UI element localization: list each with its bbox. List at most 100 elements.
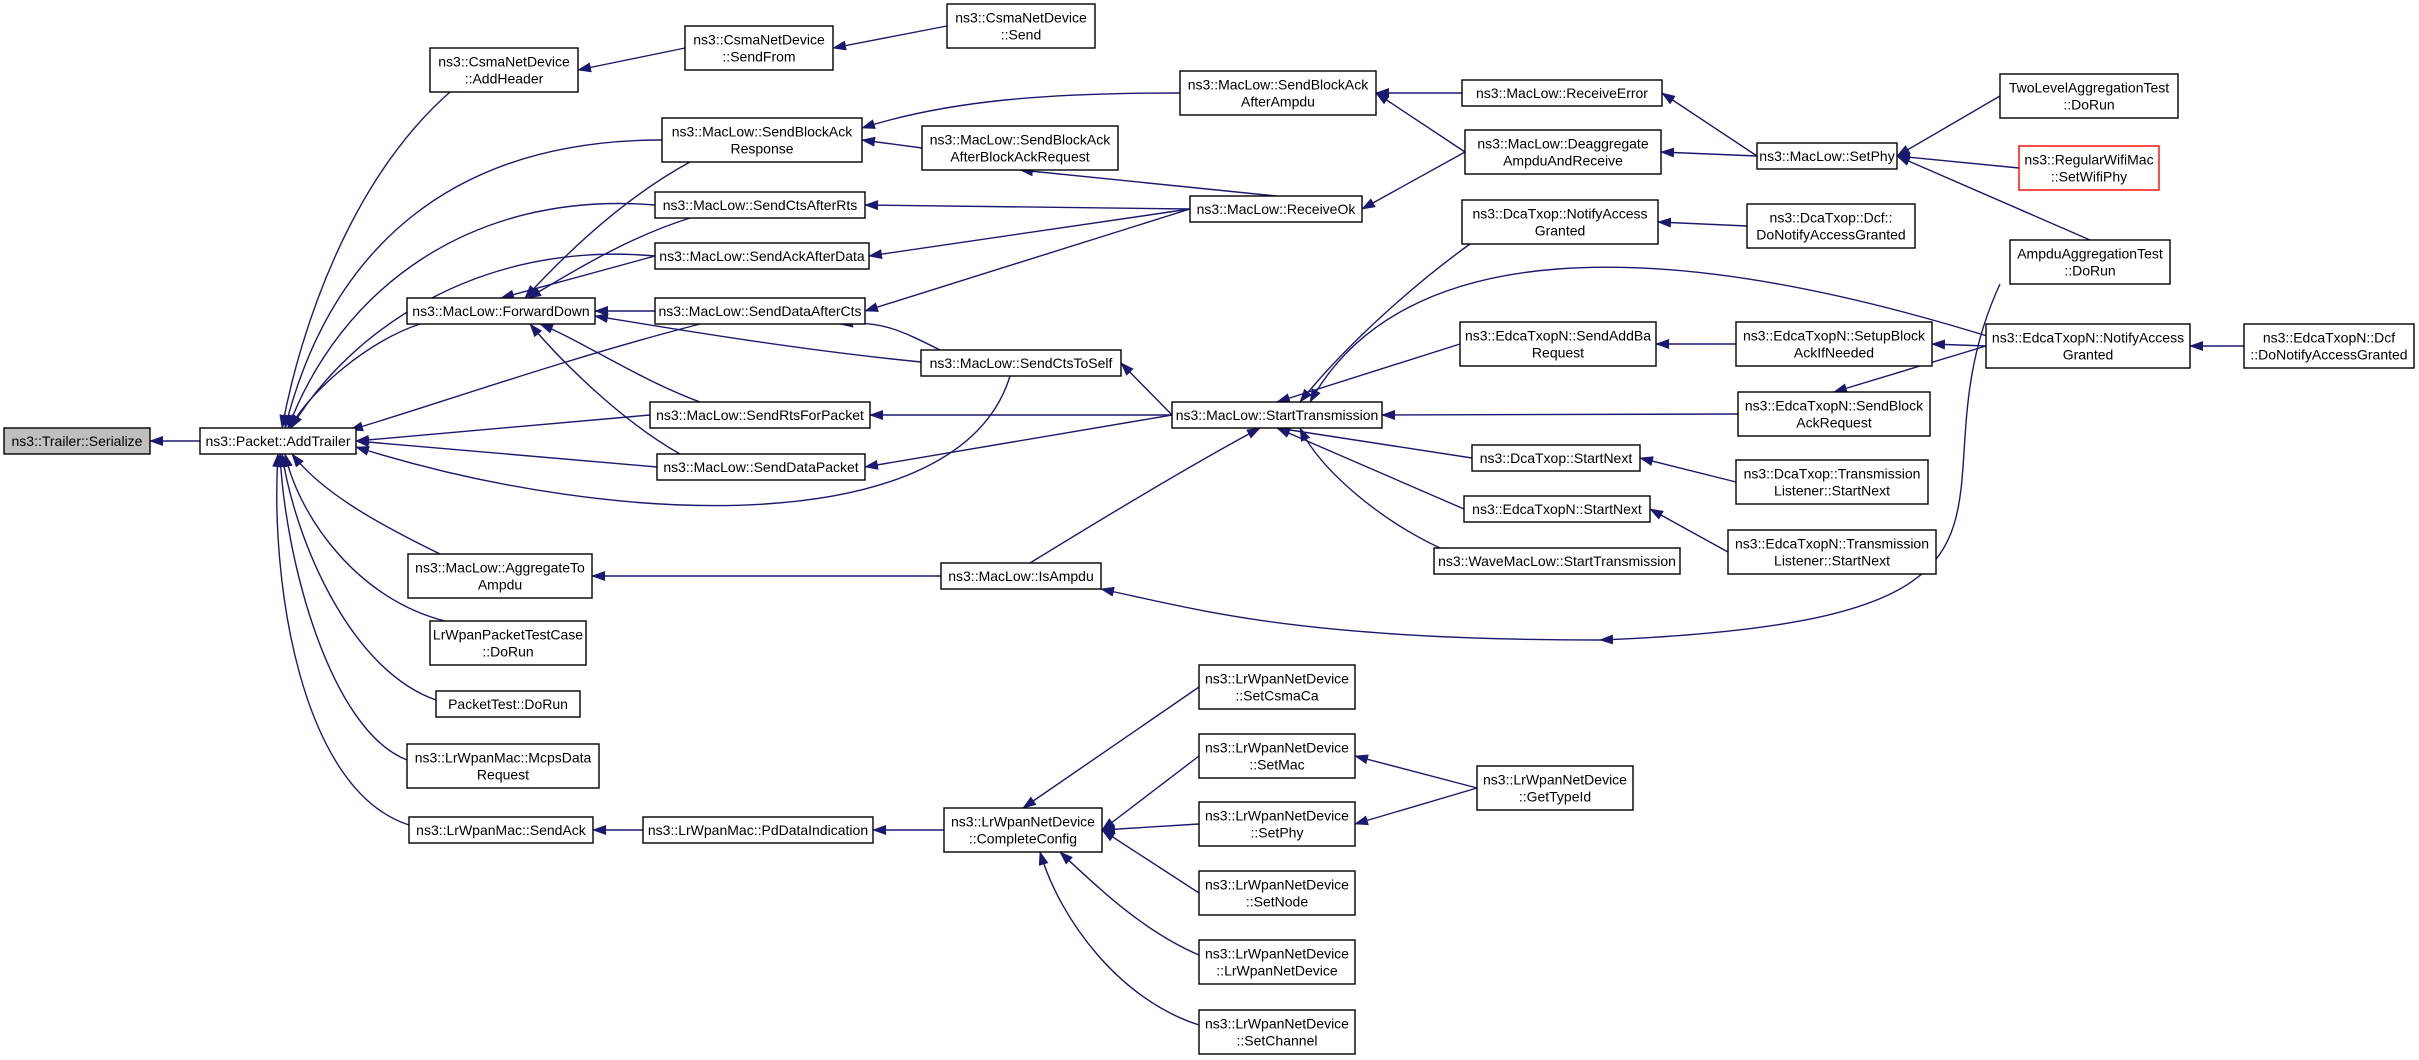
node-box [1463, 495, 1651, 523]
edge-dca-transmissionlistener-to-dca-startnext [1639, 456, 1737, 483]
edge-mac-setphy-to-mac-receiveerror [1661, 92, 1758, 157]
node-mac-isampdu[interactable]: ns3::MacLow::IsAmpdu [940, 562, 1102, 590]
node-label: Request [477, 767, 529, 783]
node-lrwpannd-completeconfig[interactable]: ns3::LrWpanNetDevice::CompleteConfig [943, 807, 1103, 853]
edge-mac-starttransmission-to-mac-sendctstoself [1120, 362, 1173, 416]
node-lrwpanmac-pddataindication[interactable]: ns3::LrWpanMac::PdDataIndication [642, 816, 874, 844]
edge-mac-sendctsafterrts-to-mac-forwarddown [527, 217, 691, 299]
node-regularwifimac-setwifiphy[interactable]: ns3::RegularWifiMac::SetWifiPhy [2018, 145, 2160, 191]
node-box [661, 117, 863, 163]
node-lrwpannd-setchannel[interactable]: ns3::LrWpanNetDevice::SetChannel [1198, 1009, 1356, 1055]
node-dca-transmissionlistener[interactable]: ns3::DcaTxop::TransmissionListener::Star… [1735, 459, 1929, 505]
node-mac-receiveok[interactable]: ns3::MacLow::ReceiveOk [1189, 195, 1363, 223]
node-box [1464, 129, 1662, 175]
node-mac-setphy[interactable]: ns3::MacLow::SetPhy [1756, 142, 1898, 170]
node-label: ns3::EdcaTxopN::SetupBlock [1743, 328, 1926, 344]
node-label: ns3::MacLow::SendBlockAck [930, 132, 1112, 148]
node-lrwpannd-gettypeid[interactable]: ns3::LrWpanNetDevice::GetTypeId [1476, 765, 1634, 811]
node-dca-startnext[interactable]: ns3::DcaTxop::StartNext [1471, 444, 1641, 472]
node-lrwpannd-setphy[interactable]: ns3::LrWpanNetDevice::SetPhy [1198, 801, 1356, 847]
edge-mac-deaggregate-to-mac-sendblockackafterampdu [1375, 92, 1466, 153]
node-edca-startnext[interactable]: ns3::EdcaTxopN::StartNext [1463, 495, 1651, 523]
node-mac-receiveerror[interactable]: ns3::MacLow::ReceiveError [1461, 79, 1663, 107]
node-mac-senddatapacket[interactable]: ns3::MacLow::SendDataPacket [656, 453, 866, 481]
node-mac-starttransmission[interactable]: ns3::MacLow::StartTransmission [1171, 401, 1383, 429]
edge-ampdu-dorun-to-mac-setphy [1896, 155, 2091, 241]
node-dca-notifyaccessgranted[interactable]: ns3::DcaTxop::NotifyAccessGranted [1461, 199, 1659, 245]
node-packet-addtrailer[interactable]: ns3::Packet::AddTrailer [199, 427, 357, 455]
node-dca-dcf-donotify[interactable]: ns3::DcaTxop::Dcf::DoNotifyAccessGranted [1746, 203, 1916, 249]
node-label: PacketTest::DoRun [448, 696, 568, 712]
node-mac-sendackafterdata[interactable]: ns3::MacLow::SendAckAfterData [654, 242, 870, 270]
node-label: ::SetPhy [1251, 825, 1304, 841]
node-lrwpanmac-sendack[interactable]: ns3::LrWpanMac::SendAck [408, 816, 594, 844]
node-label: ns3::LrWpanMac::McpsData [415, 750, 592, 766]
node-box [1461, 199, 1659, 245]
node-edca-transmissionlistener[interactable]: ns3::EdcaTxopN::TransmissionListener::St… [1727, 529, 1937, 575]
edge-mac-isampdu-to-mac-starttransmission [1029, 427, 1261, 564]
node-box [1727, 529, 1937, 575]
node-label: AmpduAggregationTest [2017, 246, 2163, 262]
edge-twolevel-dorun-to-mac-setphy [1896, 95, 2001, 157]
node-ampdu-dorun[interactable]: AmpduAggregationTest::DoRun [2009, 239, 2171, 285]
node-label: ::DoRun [2063, 97, 2114, 113]
node-mac-senddataaftercts[interactable]: ns3::MacLow::SendDataAfterCts [654, 297, 866, 325]
node-lrwpan-packettest[interactable]: LrWpanPacketTestCase::DoRun [429, 620, 587, 666]
node-lrwpannd-setmac[interactable]: ns3::LrWpanNetDevice::SetMac [1198, 733, 1356, 779]
node-box [429, 620, 587, 666]
node-box [406, 743, 600, 789]
node-box [654, 191, 866, 219]
node-trailer-serialize[interactable]: ns3::Trailer::Serialize [3, 427, 151, 455]
edge-edca-transmissionlistener-to-edca-startnext [1649, 508, 1729, 553]
node-csma-addheader[interactable]: ns3::CsmaNetDevice::AddHeader [429, 47, 579, 93]
edge-lrwpannd-setchannel-to-lrwpannd-completeconfig [1038, 851, 1200, 1026]
node-csma-send[interactable]: ns3::CsmaNetDevice::Send [946, 3, 1096, 49]
node-label: Request [1532, 345, 1584, 361]
edge-mac-sendctstoself-to-packet-addtrailer [355, 375, 1011, 507]
node-edca-notifyaccessgranted[interactable]: ns3::EdcaTxopN::NotifyAccessGranted [1985, 323, 2191, 369]
node-csma-sendfrom[interactable]: ns3::CsmaNetDevice::SendFrom [684, 25, 834, 71]
node-label: AfterBlockAckRequest [950, 149, 1089, 165]
node-box [1735, 459, 1929, 505]
node-label: ns3::DcaTxop::StartNext [1480, 450, 1633, 466]
node-label: ns3::Trailer::Serialize [12, 433, 143, 449]
node-box [1198, 870, 1356, 916]
node-box [1198, 664, 1356, 710]
node-packettest-dorun[interactable]: PacketTest::DoRun [435, 690, 581, 718]
node-box [408, 816, 594, 844]
node-box [1756, 142, 1898, 170]
node-wavemac-starttransmission[interactable]: ns3::WaveMacLow::StartTransmission [1433, 547, 1681, 575]
node-mac-forwarddown[interactable]: ns3::MacLow::ForwardDown [406, 297, 596, 325]
node-twolevel-dorun[interactable]: TwoLevelAggregationTest::DoRun [1999, 73, 2179, 119]
node-box [1746, 203, 1916, 249]
node-label: Listener::StartNext [1774, 483, 1890, 499]
node-box [1999, 73, 2179, 119]
node-box [684, 25, 834, 71]
edge-mac-senddataaftercts-to-packet-addtrailer [349, 323, 701, 432]
node-label: ns3::MacLow::IsAmpdu [948, 568, 1094, 584]
node-lrwpannd-setcsmaca[interactable]: ns3::LrWpanNetDevice::SetCsmaCa [1198, 664, 1356, 710]
edge-edca-notifyaccessgranted-to-edca-sendblockackrequest [1833, 345, 1987, 394]
node-lrwpannd-ctor[interactable]: ns3::LrWpanNetDevice::LrWpanNetDevice [1198, 939, 1356, 985]
node-label: ::LrWpanNetDevice [1216, 963, 1338, 979]
node-label: ns3::LrWpanNetDevice [1205, 740, 1349, 756]
node-lrwpannd-setnode[interactable]: ns3::LrWpanNetDevice::SetNode [1198, 870, 1356, 916]
node-mac-sendctstoself[interactable]: ns3::MacLow::SendCtsToSelf [920, 349, 1122, 377]
node-label: ::Send [1001, 27, 1041, 43]
node-label: ns3::EdcaTxopN::NotifyAccess [1992, 330, 2184, 346]
node-label: ns3::DcaTxop::Transmission [1744, 466, 1921, 482]
node-edca-dcf-donotify[interactable]: ns3::EdcaTxopN::Dcf::DoNotifyAccessGrant… [2243, 323, 2415, 369]
node-label: ns3::EdcaTxopN::StartNext [1472, 501, 1642, 517]
node-mac-sendrtsforpacket[interactable]: ns3::MacLow::SendRtsForPacket [649, 401, 871, 429]
node-mac-sendblockackafterbar[interactable]: ns3::MacLow::SendBlockAckAfterBlockAckRe… [921, 125, 1119, 171]
node-mac-sendctsafterrts[interactable]: ns3::MacLow::SendCtsAfterRts [654, 191, 866, 219]
